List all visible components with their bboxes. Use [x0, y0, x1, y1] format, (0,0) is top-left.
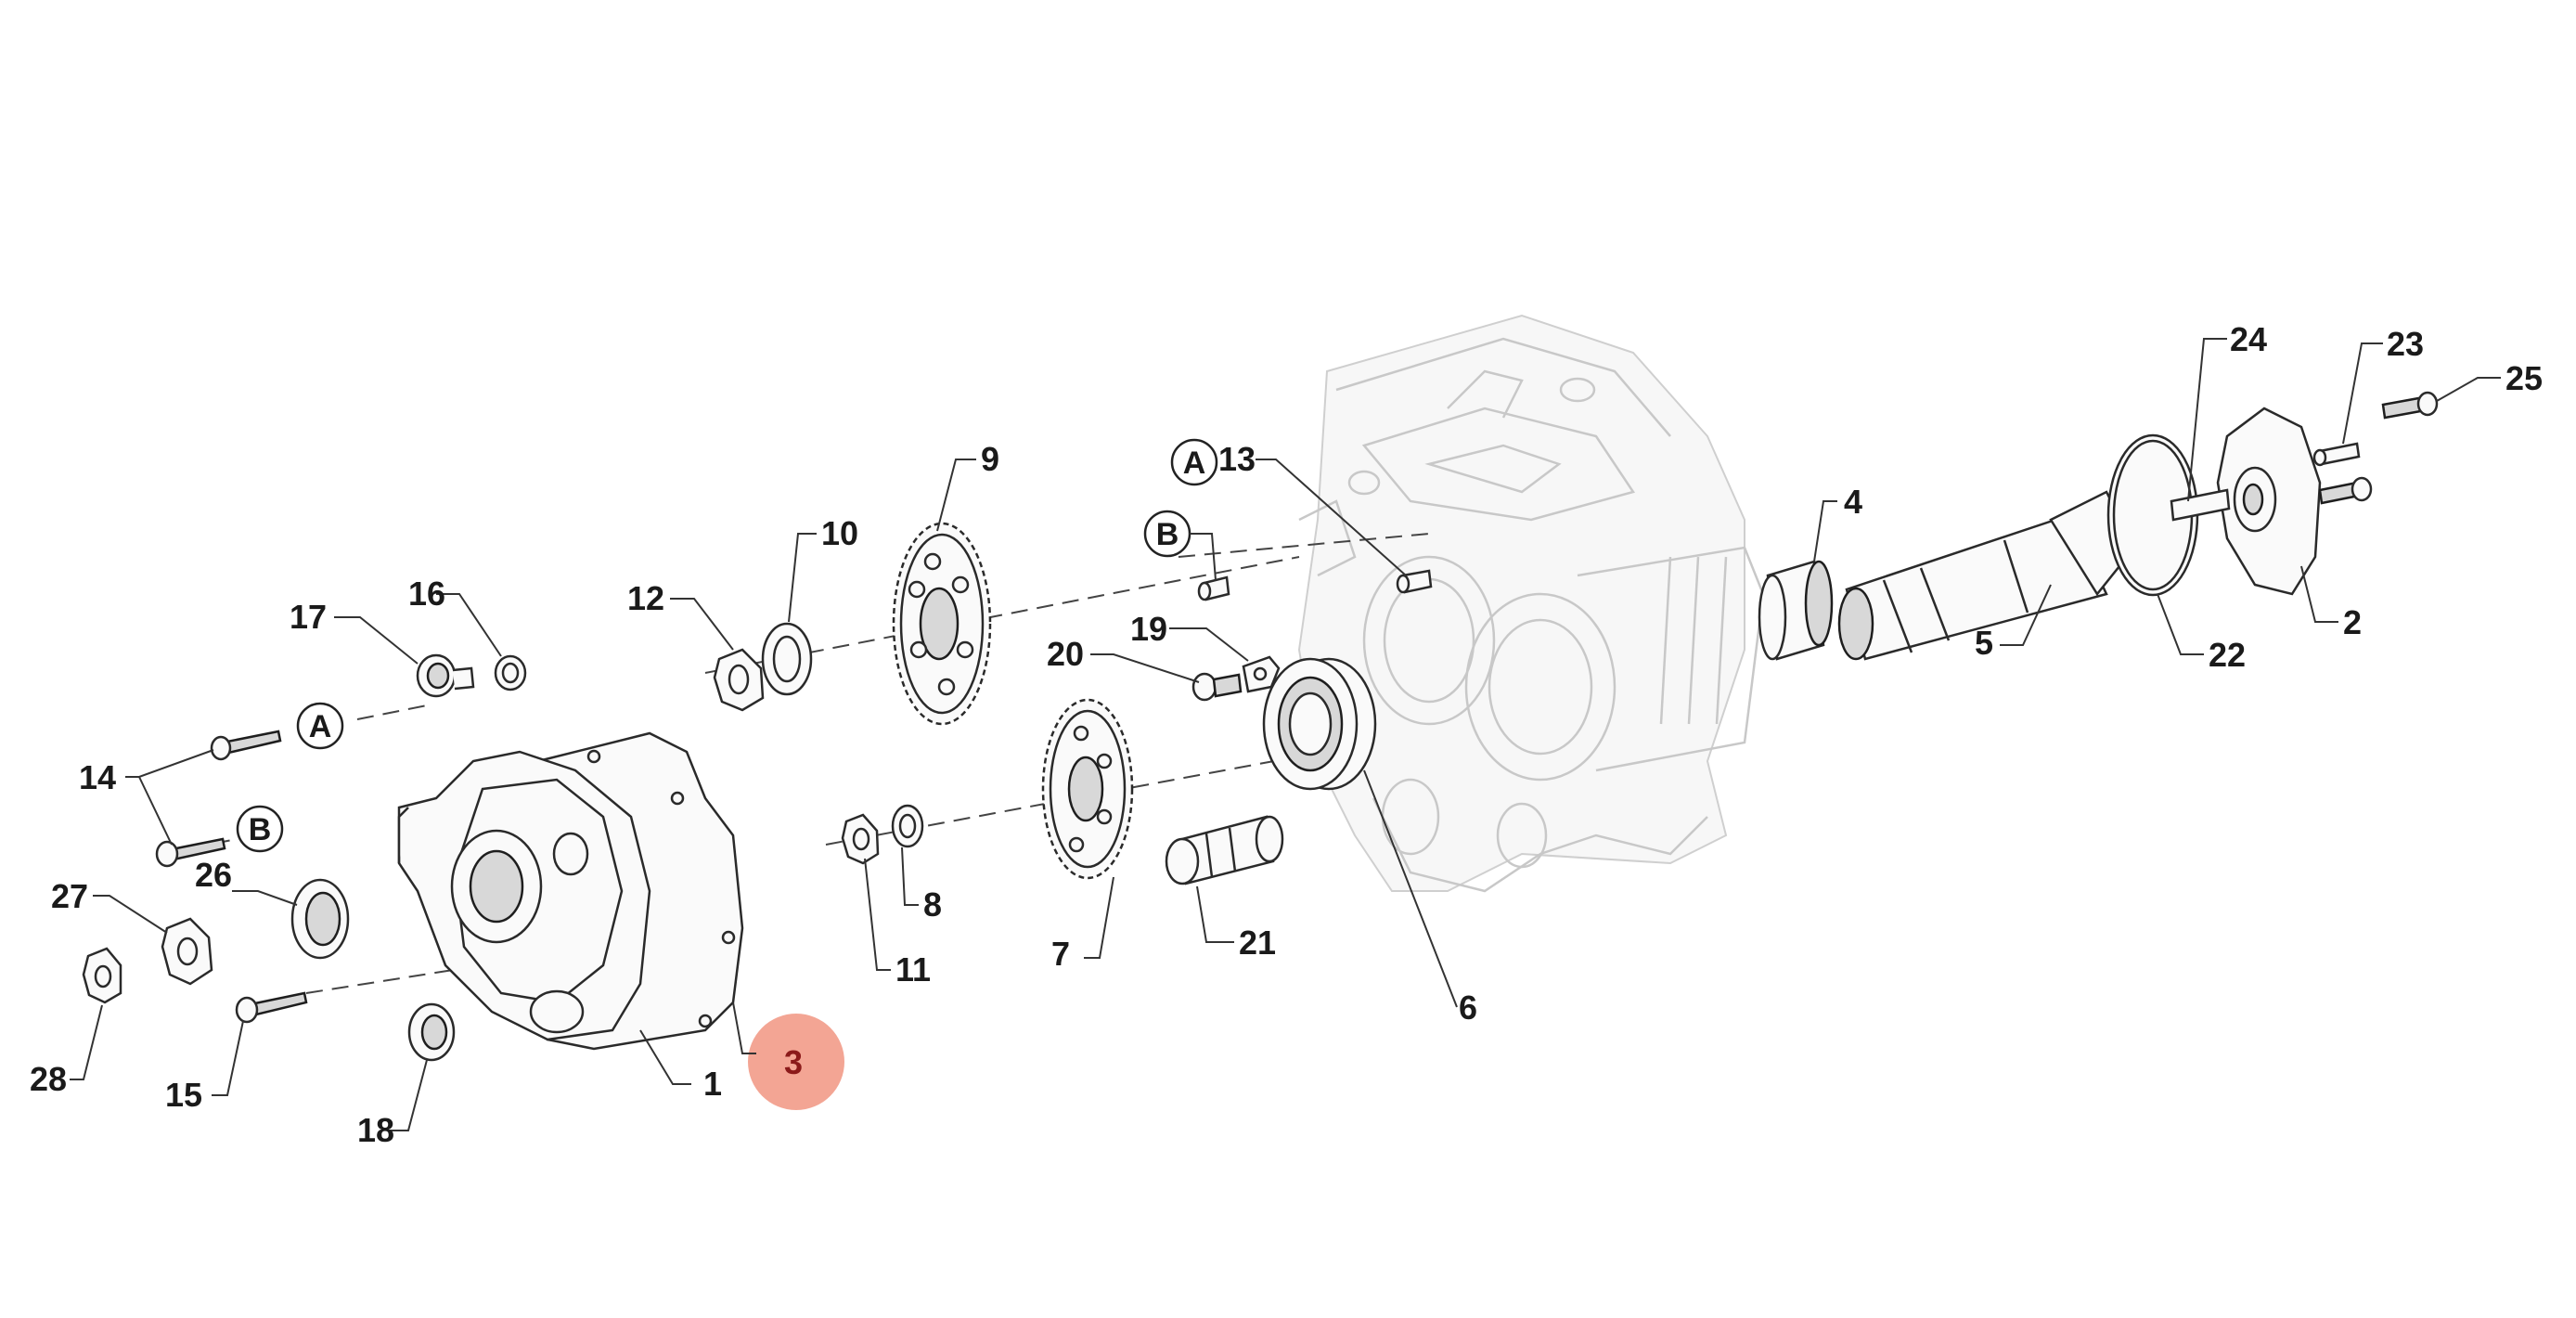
- label-27: 27: [51, 877, 88, 915]
- label-3: 3: [784, 1043, 803, 1081]
- part-washer-10: [761, 622, 813, 696]
- part-washer-16: [494, 654, 527, 691]
- part-sleeve-21: [1165, 815, 1284, 885]
- part-cover: [397, 750, 651, 1041]
- svg-text:A: A: [309, 709, 332, 744]
- part-pin-13: [1396, 569, 1433, 594]
- label-12: 12: [627, 579, 664, 617]
- label-16: 16: [408, 575, 445, 613]
- label-5: 5: [1975, 624, 1993, 662]
- label-28: 28: [30, 1060, 67, 1098]
- svg-text:A: A: [1183, 446, 1206, 481]
- part-bush-18: [407, 1002, 456, 1062]
- part-bracket-19: [1242, 655, 1281, 693]
- label-22: 22: [2209, 636, 2246, 674]
- part-screw-20: [1191, 672, 1243, 702]
- part-stud-23: [2312, 442, 2361, 467]
- part-bearing-6: [1262, 657, 1377, 791]
- label-1: 1: [703, 1065, 722, 1103]
- label-24: 24: [2230, 320, 2267, 358]
- part-dowel-b: [1197, 575, 1230, 601]
- part-seal-26: [290, 878, 350, 960]
- label-23: 23: [2387, 325, 2424, 363]
- label-20: 20: [1047, 635, 1084, 673]
- part-nut-11: [841, 813, 880, 865]
- callout-b-right: B: [1143, 510, 1191, 558]
- label-7: 7: [1051, 935, 1070, 973]
- part-endcover-2: [2170, 407, 2322, 596]
- label-14: 14: [79, 758, 116, 796]
- part-washer-8: [891, 804, 924, 848]
- label-4: 4: [1844, 483, 1862, 521]
- part-labels: 1 3 2 5 22 6 7 21 8 11 9 10 12 13 19 20 …: [30, 320, 2543, 1149]
- label-25: 25: [2505, 359, 2543, 397]
- engine-housing-ghost: [1297, 314, 1765, 893]
- callout-a-right: A: [1170, 438, 1218, 486]
- label-15: 15: [165, 1076, 202, 1114]
- label-10: 10: [821, 514, 858, 552]
- part-nut-27: [161, 917, 213, 986]
- part-screw-14a: [210, 730, 282, 761]
- label-8: 8: [923, 885, 942, 924]
- part-screw-14b: [155, 837, 226, 868]
- part-plug-17: [416, 653, 475, 698]
- leader-lines: [70, 338, 2501, 1131]
- part-gear-9: [892, 522, 992, 726]
- svg-text:B: B: [1156, 517, 1179, 552]
- highlight-marker-3: [748, 1014, 844, 1110]
- part-screw-25: [2381, 391, 2439, 420]
- label-13: 13: [1218, 440, 1256, 478]
- label-6: 6: [1459, 988, 1477, 1027]
- label-2: 2: [2343, 603, 2362, 641]
- callout-a-left: A: [296, 702, 344, 750]
- part-gear-7: [1041, 698, 1134, 880]
- label-19: 19: [1130, 610, 1167, 648]
- label-17: 17: [290, 598, 327, 636]
- part-oring-22: [2106, 433, 2199, 597]
- label-21: 21: [1239, 924, 1276, 962]
- label-9: 9: [981, 440, 999, 478]
- part-screw-24: [2318, 476, 2373, 505]
- svg-text:B: B: [249, 812, 272, 847]
- label-11: 11: [895, 950, 931, 988]
- label-26: 26: [195, 856, 232, 894]
- part-bearing-4: [1758, 560, 1834, 661]
- part-screw-15: [235, 991, 308, 1024]
- callout-b-left: B: [236, 805, 284, 853]
- part-nut-28: [82, 947, 122, 1004]
- label-18: 18: [357, 1111, 394, 1149]
- part-nut-12: [713, 648, 765, 712]
